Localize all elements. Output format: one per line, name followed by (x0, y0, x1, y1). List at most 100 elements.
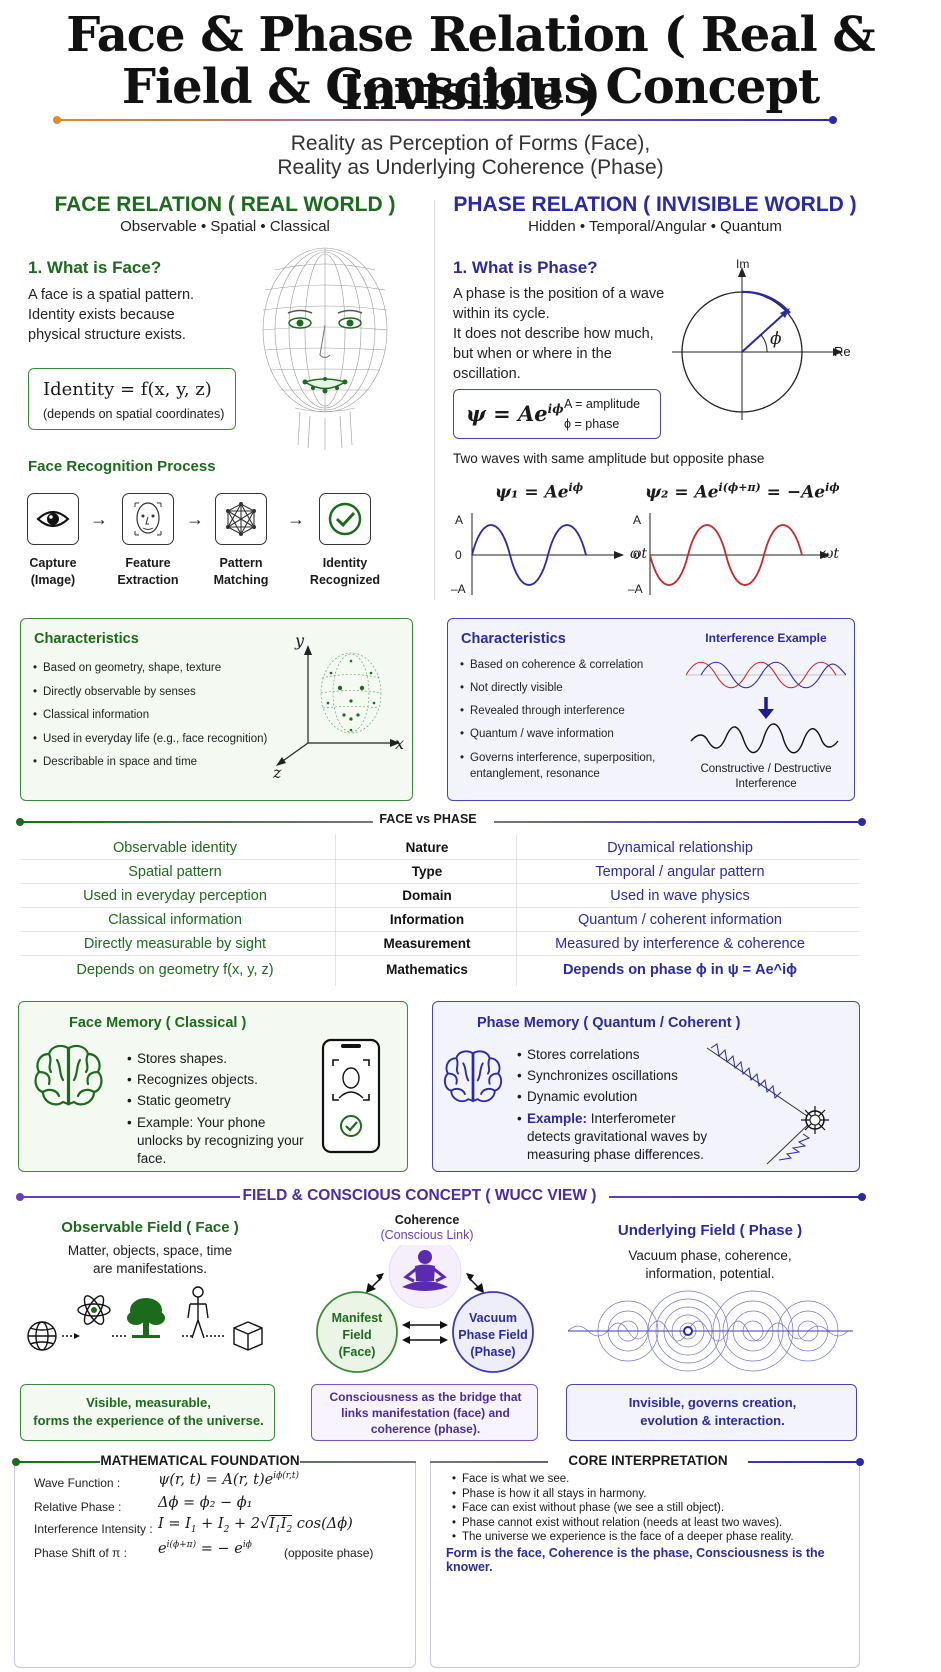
list-item: The universe we experience is the face o… (452, 1530, 852, 1545)
phase-formula-box: ψ = Aeiϕ A = amplitude ϕ = phase (453, 389, 661, 439)
compare-col-divider-1 (335, 834, 336, 986)
core-list: Face is what we see. Phase is how it all… (452, 1472, 852, 1545)
compare-title: FACE vs PHASE (379, 812, 477, 826)
underlying-field-desc: Vacuum phase, coherence,information, pot… (628, 1248, 792, 1281)
list-item: Static geometry (127, 1090, 312, 1111)
observable-field-summary: Visible, measurable,forms the experience… (33, 1395, 264, 1428)
waves-title: Two waves with same amplitude but opposi… (453, 451, 765, 466)
brain-icon (34, 1044, 103, 1106)
face-question: 1. What is Face? (28, 258, 162, 277)
phase-heading: PHASE RELATION ( INVISIBLE WORLD ) (453, 193, 857, 216)
face-characteristics-box: Characteristics Based on geometry, shape… (20, 618, 413, 801)
core-divider-dot (856, 1458, 864, 1466)
field-title: FIELD & CONSCIOUS CONCEPT ( WUCC VIEW ) (242, 1187, 597, 1204)
checkmark-icon (319, 493, 371, 545)
wave1-axis-a: A (455, 513, 464, 527)
wave2-axis-neg-a: –A (628, 582, 643, 596)
subtitle-line-2: Reality as Underlying Coherence (Phase) (277, 156, 664, 179)
circle-im-label: Im (736, 257, 750, 271)
list-item: Revealed through interference (460, 700, 665, 723)
conscious-link-diagram (316, 1245, 534, 1373)
phase-characteristics-box: Characteristics Based on coherence & cor… (447, 618, 855, 801)
opposite-phase-waves-graph (471, 513, 830, 595)
underlying-field-title: Underlying Field ( Phase ) (617, 1222, 803, 1239)
math-phase-shift-note: (opposite phase) (284, 1546, 374, 1560)
phase-memory-title: Phase Memory ( Quantum / Coherent ) (477, 1015, 741, 1031)
list-item: Face can exist without phase (we see a s… (452, 1501, 852, 1516)
core-final-statement: Form is the face, Coherence is the phase… (446, 1546, 825, 1574)
phase-question: 1. What is Phase? (453, 258, 598, 277)
face-memory-list: Stores shapes. Recognizes objects. Stati… (127, 1048, 312, 1168)
list-item: Synchronizes oscillations (517, 1065, 717, 1086)
observable-field-box: Visible, measurable,forms the experience… (20, 1384, 275, 1441)
face-subheading: Observable • Spatial • Classical (120, 218, 330, 235)
step-capture: Capture(Image) (8, 493, 98, 589)
interference-title: Interference Example (705, 631, 827, 645)
observable-field-title: Observable Field ( Face ) (61, 1219, 239, 1236)
compare-col-divider-2 (516, 834, 517, 986)
axis-y-label: y (295, 631, 305, 650)
title-divider (53, 116, 837, 124)
math-label-relative-phase: Relative Phase : (34, 1500, 122, 1514)
list-item: Phase is how it all stays in harmony. (452, 1487, 852, 1502)
underlying-field-box: Invisible, governs creation,evolution & … (566, 1384, 857, 1441)
math-expr-phase-shift: ei(ϕ+π) = − eiϕ (158, 1540, 252, 1557)
list-item: Example: Interferometer detects gravitat… (517, 1107, 717, 1164)
face-memory-title: Face Memory ( Classical ) (69, 1015, 247, 1031)
identity-formula: Identity = f(x, y, z) (43, 379, 212, 400)
math-title: MATHEMATICAL FOUNDATION (100, 1453, 300, 1468)
list-item: Face is what we see. (452, 1472, 852, 1487)
list-item: Describable in space and time (33, 751, 267, 775)
list-item: Example: Your phone unlocks by recognizi… (127, 1111, 312, 1168)
psi2-formula: ψ₂ = Aei(ϕ+π) = −Aeiϕ (645, 481, 840, 503)
list-item: Quantum / wave information (460, 723, 665, 746)
manifestation-sequence-graphic (27, 1286, 263, 1351)
wave1-axis-wt: ωt (630, 546, 648, 562)
arrow-icon: → (186, 509, 204, 529)
wave2-axis-zero: 0 (633, 548, 640, 562)
phase-characteristics-list: Based on coherence & correlation Not dir… (460, 654, 665, 782)
math-foundation-box (14, 1462, 416, 1668)
underlying-field-summary: Invisible, governs creation,evolution & … (628, 1395, 797, 1428)
phase-circle-diagram (672, 267, 843, 420)
phase-characteristics-title: Characteristics (461, 631, 566, 647)
core-title: CORE INTERPRETATION (548, 1453, 748, 1468)
wave1-axis-neg-a: –A (451, 582, 466, 596)
wireframe-face-image (262, 247, 388, 450)
wave2-axis-a: A (633, 513, 642, 527)
list-item: Used in everyday life (e.g., face recogn… (33, 728, 267, 752)
phase-memory-list: Stores correlations Synchronizes oscilla… (517, 1044, 717, 1164)
list-item: Not directly visible (460, 677, 665, 700)
title-line-2: Field & Conscious Concept (121, 59, 820, 115)
interference-graphic (686, 661, 846, 754)
math-expr-wave-function: ψ(r, t) = A(r, t)eiϕ(r,t) (158, 1471, 300, 1488)
column-divider (434, 200, 435, 600)
compare-row-mathematics: Depends on geometry f(x, y, z)Mathematic… (76, 962, 798, 978)
field-divider (16, 1193, 866, 1201)
math-expr-relative-phase: Δϕ = ϕ₂ − ϕ₁ (158, 1495, 253, 1511)
phase-subheading: Hidden • Temporal/Angular • Quantum (528, 218, 782, 235)
face-characteristics-title: Characteristics (34, 631, 139, 647)
identity-formula-box: Identity = f(x, y, z) (depends on spatia… (28, 368, 236, 430)
phase-definition: A phase is the position of a wave within… (453, 286, 665, 382)
wave2-axis-wt: ωt (822, 546, 840, 562)
vacuum-field-waves-graphic (568, 1290, 853, 1372)
list-item: Based on geometry, shape, texture (33, 657, 267, 681)
process-title: Face Recognition Process (28, 458, 216, 475)
list-item: Stores correlations (517, 1044, 717, 1065)
math-label-phase-shift: Phase Shift of π : (34, 1546, 127, 1560)
circle-phi-label: ϕ (770, 329, 782, 349)
amplitude-note: A = amplitude (564, 397, 641, 411)
core-interpretation-box (430, 1462, 860, 1668)
network-pattern-icon (215, 493, 267, 545)
list-item: Governs interference, superposition, ent… (460, 746, 665, 782)
